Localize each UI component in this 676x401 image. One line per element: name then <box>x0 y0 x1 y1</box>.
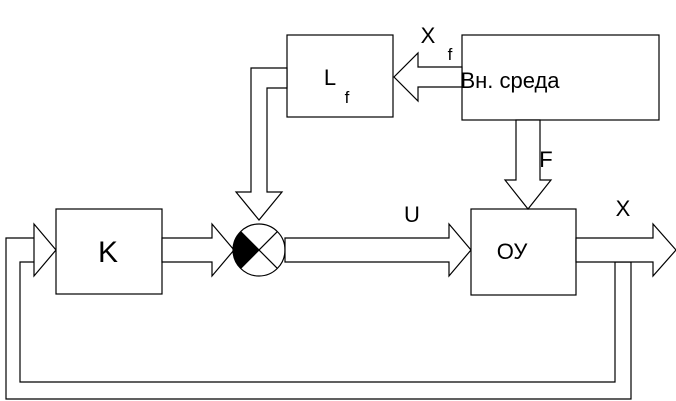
environment-label: Вн. среда <box>460 68 560 93</box>
filter-subscript: f <box>345 88 350 107</box>
plant-block <box>470 208 577 296</box>
disturbance-arrow <box>503 119 553 210</box>
environment-block <box>461 34 660 121</box>
summing-junction <box>232 223 286 277</box>
control-signal-arrow <box>284 222 472 278</box>
output-arrow <box>575 222 676 278</box>
disturbance-label: F <box>539 147 552 172</box>
filter-to-sum-arrow <box>234 67 288 221</box>
input-arrow <box>33 222 57 278</box>
filter-block <box>286 34 394 118</box>
control-signal-label: U <box>404 202 420 227</box>
feedback-loop-inner <box>19 258 616 383</box>
measured-disturbance-arrow <box>393 51 463 103</box>
controller-to-sum-arrow <box>161 222 235 278</box>
measured-disturbance-subscript: f <box>448 45 453 64</box>
output-label: X <box>616 196 631 221</box>
filter-label: L <box>324 65 336 90</box>
controller-label: K <box>98 236 118 269</box>
controller-block <box>55 208 163 295</box>
plant-label: ОУ <box>497 239 529 264</box>
measured-disturbance-label: X <box>421 23 436 48</box>
